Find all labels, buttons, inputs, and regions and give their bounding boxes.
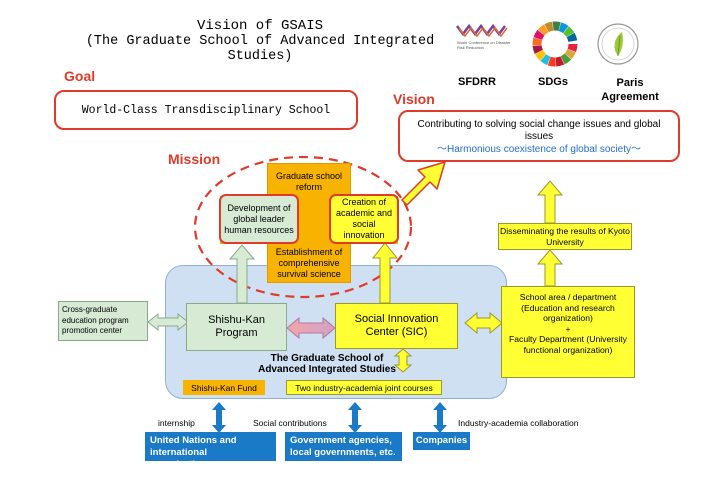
vision-label: Vision [393, 91, 435, 107]
un-box: United Nations and international organiz… [145, 432, 276, 470]
mission-academic-innovation: Creation of academic and social innovati… [329, 194, 399, 244]
sfdrr-caption: World Conference on Disaster Risk Reduct… [457, 40, 511, 50]
arrow-program-to-leader [228, 244, 256, 304]
companies-box: Companies [413, 432, 470, 450]
arrow-sic-to-creation [371, 242, 399, 304]
arrow-social [348, 402, 362, 433]
school-faculty-box: School area / department (Education and … [501, 286, 635, 378]
shishukan-fund: Shishu-Kan Fund [183, 380, 265, 395]
industry-collab-label: Industry-academia collaboration [458, 418, 579, 428]
arrow-industry [433, 402, 447, 433]
arrow-internship [212, 402, 226, 433]
paris-logo [596, 22, 640, 66]
sdgs-logo [531, 20, 579, 68]
goal-box: World-Class Transdisciplinary School [54, 90, 358, 130]
sdgs-label: SDGs [538, 76, 568, 88]
faculty-text: Faculty Department (University functiona… [509, 334, 627, 355]
disseminating-box: Disseminating the results of Kyoto Unive… [498, 223, 632, 250]
paris-leaf-icon [597, 23, 639, 65]
joint-courses: Two industry-academia joint courses [286, 380, 442, 395]
sfdrr-logo: World Conference on Disaster Risk Reduct… [455, 22, 515, 62]
mission-ellipse [193, 155, 413, 299]
school-area-text: School area / department (Education and … [519, 292, 617, 323]
mission-bottom: Establishment of comprehensive survival … [275, 246, 343, 279]
page-title: Vision of GSAIS (The Graduate School of … [60, 18, 460, 64]
shishukan-program-box: Shishu-Kan Program [186, 303, 287, 351]
mission-top: Graduate school reform [275, 171, 343, 192]
gsais-name: The Graduate School of Advanced Integrat… [258, 352, 396, 376]
sdgs-wheel-icon [532, 21, 578, 67]
arrow-sic-school [464, 311, 503, 335]
vision-statement: Contributing to solving social change is… [417, 119, 661, 142]
title-line-2: (The Graduate School of Advanced Integra… [85, 34, 435, 64]
arrow-dissem-to-vision [536, 180, 564, 224]
goal-label: Goal [64, 68, 96, 84]
goal-text: World-Class Transdisciplinary School [81, 103, 331, 117]
plus-sign: + [565, 323, 571, 334]
arrow-cross-program [147, 312, 189, 332]
arrow-program-sic [286, 316, 336, 340]
vision-subtitle: 〜Harmonious coexistence of global societ… [437, 144, 641, 155]
sic-box: Social Innovation Center (SIC) [335, 303, 458, 349]
arrow-sic-gsais [393, 348, 413, 373]
sfdrr-label: SFDRR [458, 76, 496, 88]
mission-label: Mission [168, 151, 221, 167]
mission-global-leader: Development of global leader human resou… [219, 194, 299, 244]
cross-graduate-box: Cross-graduate education program promoti… [58, 301, 148, 341]
social-contributions-label: Social contributions [253, 418, 327, 428]
government-box: Government agencies, local governments, … [285, 432, 402, 461]
vision-arrow [401, 161, 446, 206]
vision-box: Contributing to solving social change is… [398, 110, 680, 162]
internship-label: internship [158, 418, 195, 428]
sfdrr-wave-icon [456, 23, 508, 38]
title-line-1: Vision of GSAIS [196, 18, 324, 34]
paris-label: Paris Agreement [601, 77, 659, 103]
arrow-school-to-dissem [536, 249, 564, 287]
